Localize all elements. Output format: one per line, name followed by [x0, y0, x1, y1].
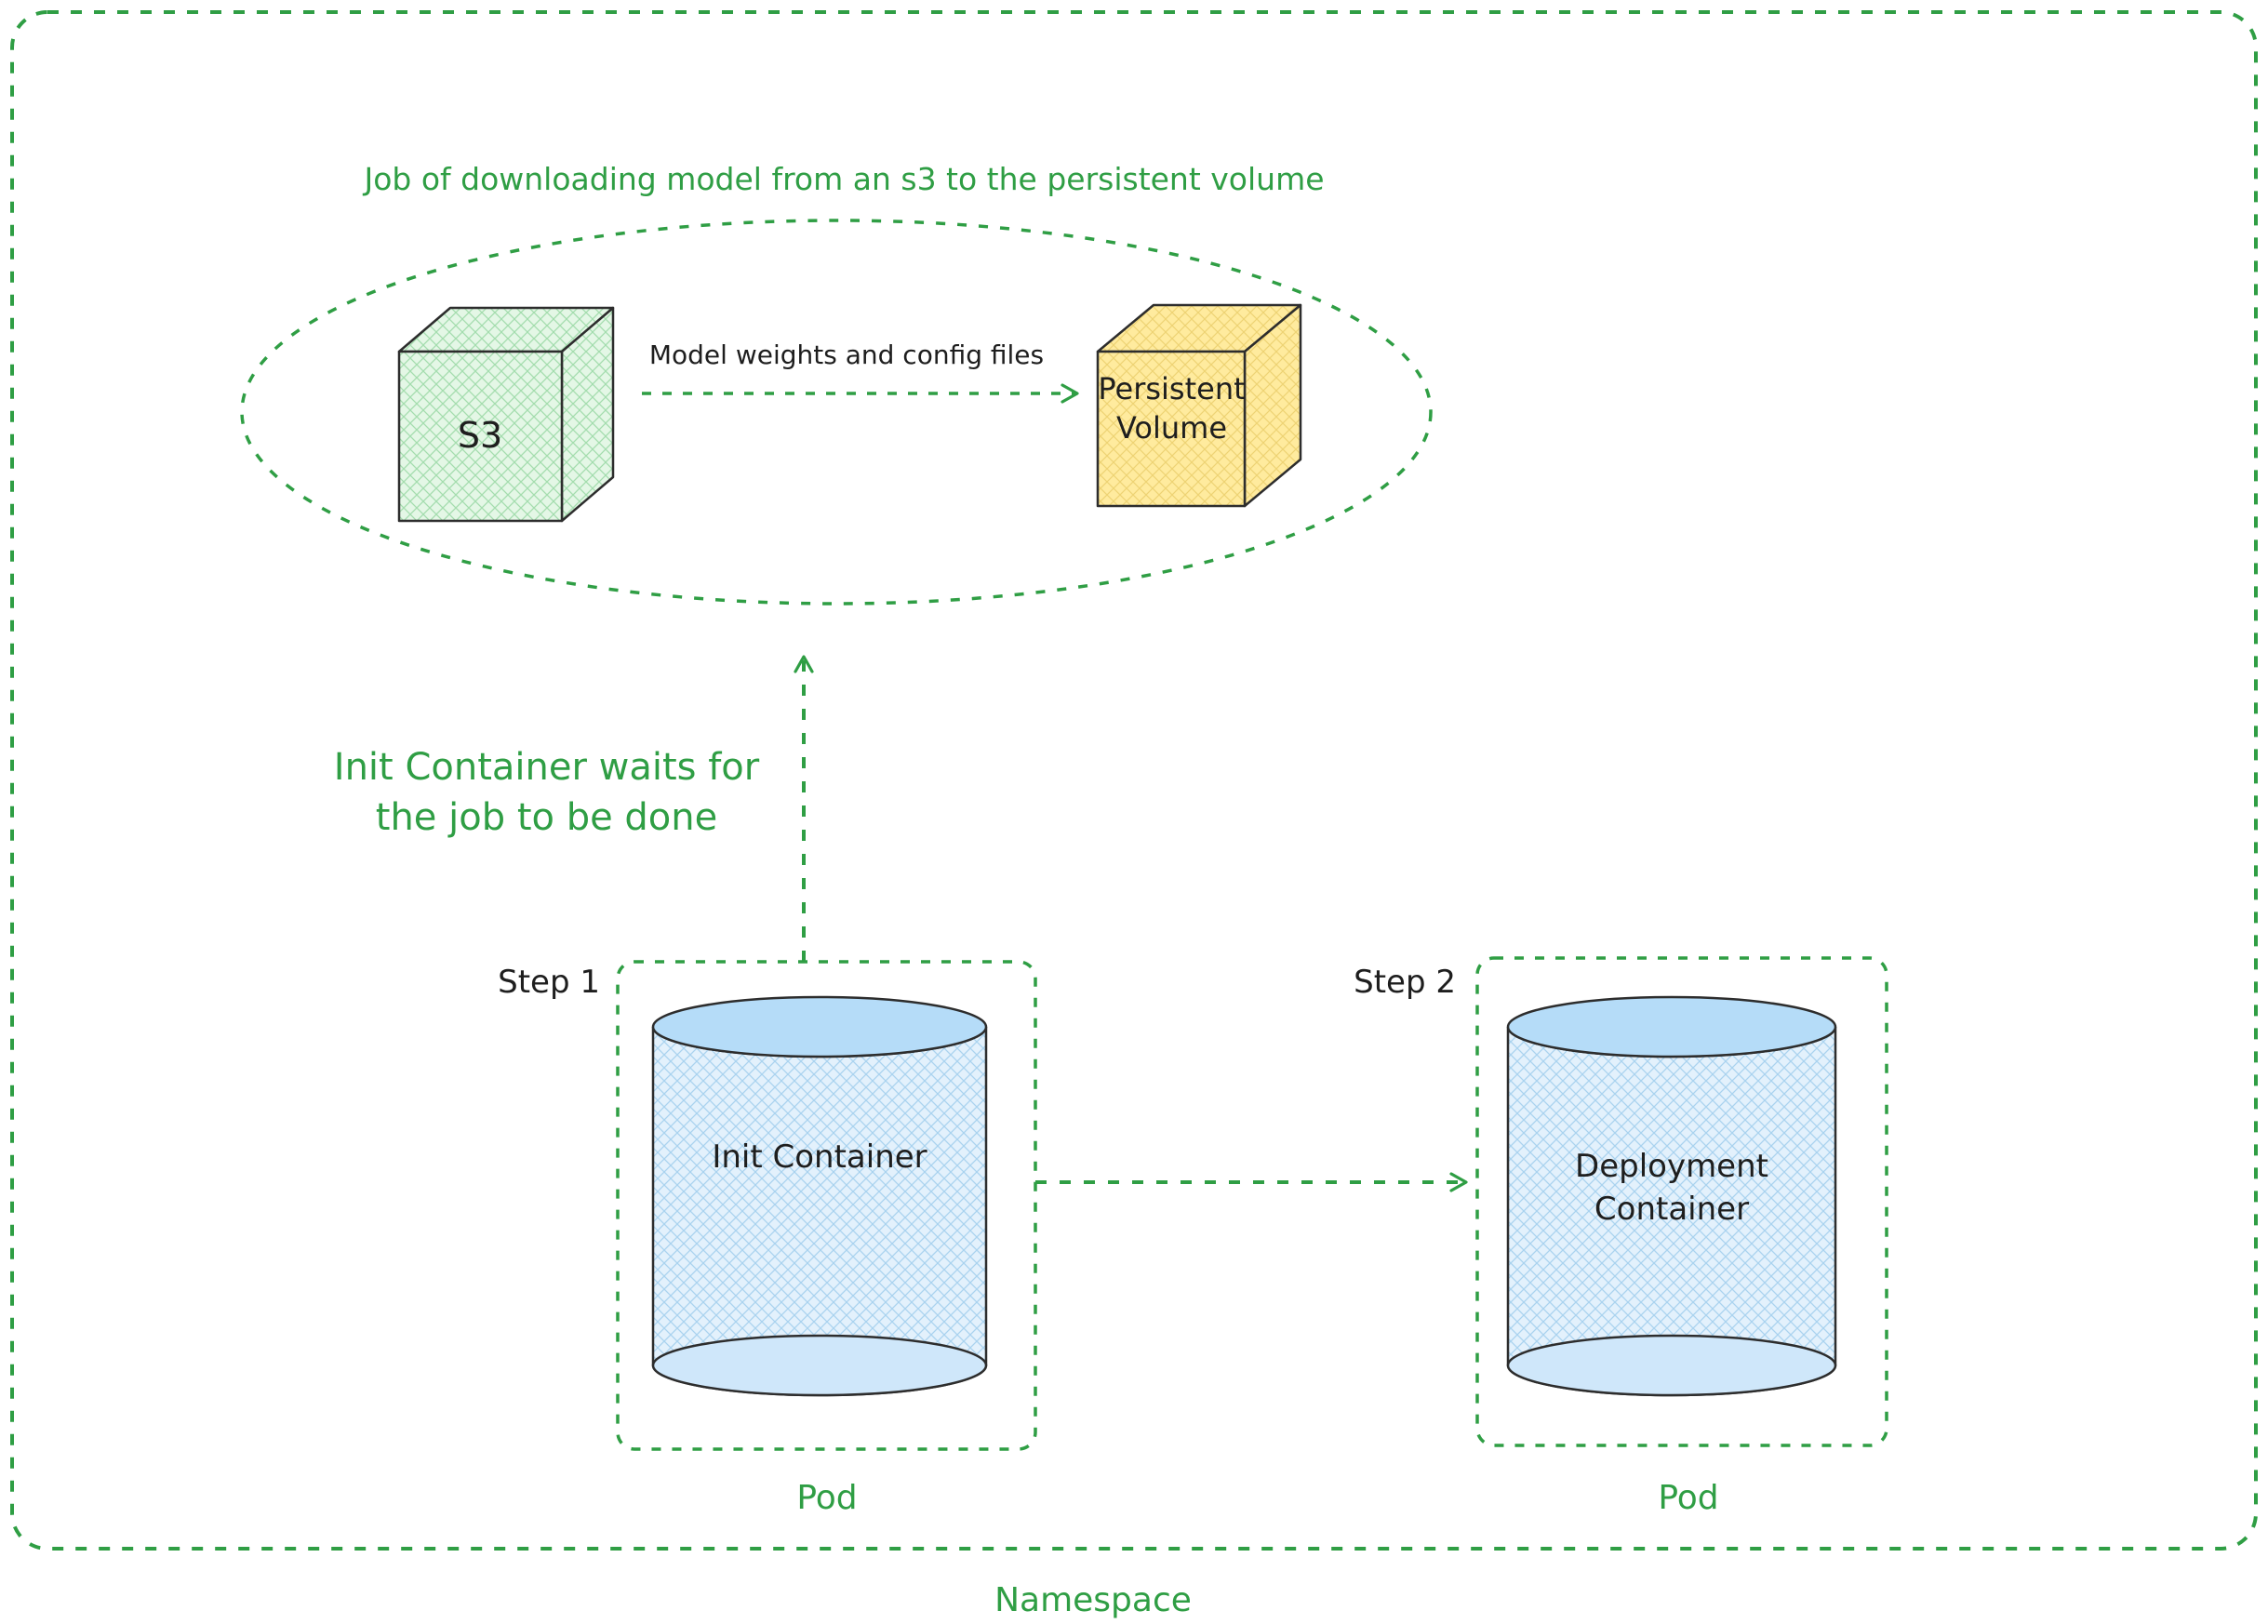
- pod2-container-label-line1: Deployment: [1575, 1148, 1768, 1185]
- pod1-box: [616, 960, 1037, 1451]
- s3-cube: [397, 306, 615, 523]
- persistent-volume-label: Persistent Volume: [1090, 370, 1253, 447]
- pod2-label: Pod: [1658, 1479, 1719, 1517]
- s3-cube-label: S3: [457, 415, 503, 456]
- namespace-border: [10, 10, 2258, 1551]
- pod1-label: Pod: [796, 1479, 858, 1517]
- pod2-container-label: Deployment Container: [1532, 1146, 1811, 1231]
- persistent-volume-cube: [1096, 303, 1302, 508]
- wait-note-line2: the job to be done: [375, 796, 718, 839]
- persistent-volume-label-line2: Volume: [1115, 409, 1227, 446]
- deployment-container-cylinder: [1506, 995, 1837, 1397]
- namespace-label: Namespace: [994, 1581, 1192, 1619]
- persistent-volume-label-line1: Persistent: [1098, 371, 1246, 406]
- wait-note: Init Container waits for the job to be d…: [298, 742, 795, 843]
- job-title: Job of downloading model from an s3 to t…: [364, 161, 1325, 197]
- wait-note-line1: Init Container waits for: [333, 746, 760, 789]
- pod1-container-label: Init Container: [712, 1138, 927, 1176]
- init-container-cylinder: [651, 995, 988, 1397]
- pod2-box: [1475, 956, 1888, 1447]
- pod2-container-label-line2: Container: [1594, 1190, 1750, 1228]
- pod2-step-label: Step 2: [1354, 964, 1456, 1001]
- s3-to-pv-arrow-label: Model weights and config files: [648, 339, 1045, 370]
- pod1-step-label: Step 1: [498, 964, 600, 1001]
- job-group-ellipse: [240, 219, 1433, 606]
